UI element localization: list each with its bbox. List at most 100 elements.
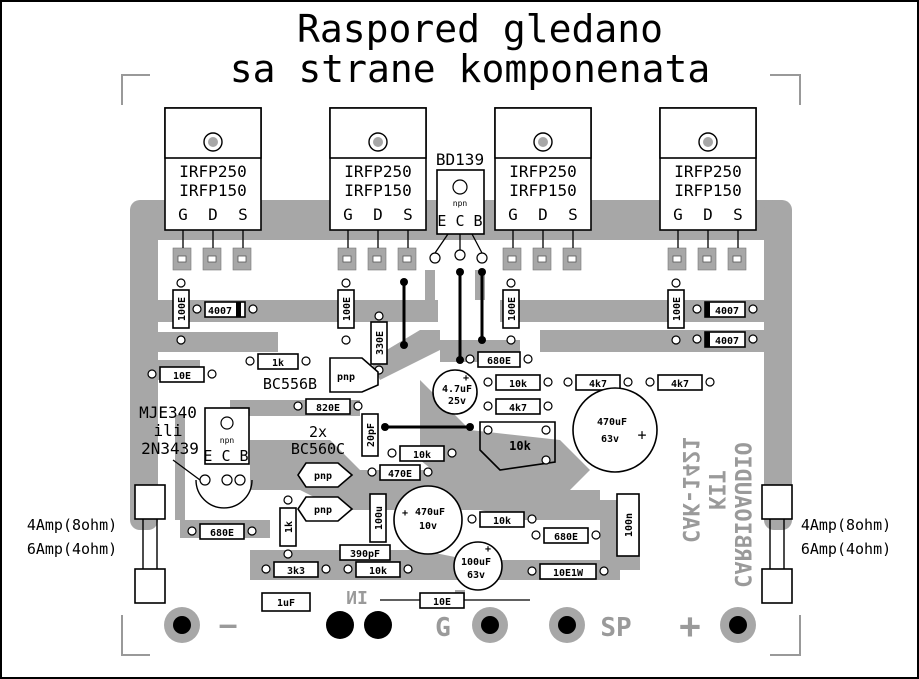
mosfet-2-pin-d: D bbox=[373, 205, 383, 224]
mosfet-1-pin-g: G bbox=[178, 205, 188, 224]
mje340-transistor: MJE340 ili 2N3439 npn E C B bbox=[139, 403, 253, 509]
mje340-or: ili bbox=[154, 421, 183, 440]
resistor-4k7-1-label: 4k7 bbox=[589, 379, 607, 390]
capacitor-4-7uf-voltage: 25v bbox=[448, 396, 466, 407]
resistor-100e-4: 100E bbox=[667, 278, 685, 345]
capacitor-100uf-voltage: 63v bbox=[467, 570, 485, 581]
resistor-3k3-label: 3k3 bbox=[287, 566, 305, 577]
title-line-1: Raspored gledano bbox=[297, 7, 663, 51]
resistor-1k-vertical-label: 1k bbox=[284, 521, 295, 533]
bd139-label: BD139 bbox=[436, 150, 484, 169]
resistor-680e-left: 680E bbox=[187, 523, 257, 540]
resistor-100e-1-label: 100E bbox=[177, 297, 188, 321]
capacitor-470uf-10v-value: 470uF bbox=[415, 507, 445, 518]
bc556b-type: pnp bbox=[337, 372, 355, 383]
fuse-right-rating-2: 6Amp(4ohm) bbox=[801, 540, 891, 558]
fuse-left-rating-2: 6Amp(4ohm) bbox=[27, 540, 117, 558]
capacitor-390pf: 390pF bbox=[339, 544, 391, 561]
capacitor-1uf-label: 1uF bbox=[277, 598, 295, 609]
mosfet-2-label-2: IRFP150 bbox=[344, 181, 411, 200]
resistor-4k7-3-label: 4k7 bbox=[509, 403, 527, 414]
mje340-name-2: 2N3439 bbox=[141, 439, 199, 458]
resistor-10k-1: 10k bbox=[483, 374, 553, 391]
kit-text-line-3: CARBIOAUDIO bbox=[729, 442, 754, 588]
resistor-1k-vertical: 1k bbox=[279, 495, 297, 559]
resistor-100e-4-label: 100E bbox=[672, 297, 683, 321]
resistor-330e: 330E bbox=[370, 311, 388, 375]
bd139-transistor: BD139 npn E C B bbox=[429, 150, 488, 264]
resistor-10e-bottom: 10E bbox=[380, 592, 530, 609]
mosfet-4-label-2: IRFP150 bbox=[674, 181, 741, 200]
diode-4007-1: 4007 bbox=[192, 301, 258, 318]
resistor-680e-top-label: 680E bbox=[487, 356, 511, 367]
resistor-4k7-2: 4k7 bbox=[645, 374, 715, 391]
mosfet-1-pin-d: D bbox=[208, 205, 218, 224]
connector-plus-label: + bbox=[679, 606, 701, 647]
resistor-1k-top-label: 1k bbox=[272, 358, 284, 369]
resistor-4k7-2-label: 4k7 bbox=[671, 379, 689, 390]
bottom-connectors: — IN G SP + bbox=[164, 588, 756, 647]
capacitor-390pf-label: 390pF bbox=[350, 549, 380, 560]
resistor-680e-right: 680E bbox=[531, 527, 601, 544]
mosfet-3-label-2: IRFP150 bbox=[509, 181, 576, 200]
capacitor-470uf-63v-value: 470uF bbox=[597, 417, 627, 428]
kit-text-line-1: CAK-1421 bbox=[677, 437, 702, 543]
resistor-10e-left-label: 10E bbox=[173, 371, 191, 382]
diode-4007-3-label: 4007 bbox=[715, 336, 739, 347]
bc556b-label: BC556B bbox=[263, 375, 317, 393]
mje340-pins: E C B bbox=[203, 447, 248, 465]
capacitor-20pf-label: 20pF bbox=[366, 423, 377, 447]
fuse-right: 4Amp(8ohm) 6Amp(4ohm) bbox=[761, 484, 891, 604]
mosfet-2-label-1: IRFP250 bbox=[344, 162, 411, 181]
svg-text:+: + bbox=[637, 426, 646, 444]
trimmer-10k: 10k bbox=[479, 421, 556, 471]
capacitor-100n: 100n bbox=[616, 493, 640, 557]
capacitor-470uf-63v: 470uF 63v + bbox=[572, 387, 658, 473]
capacitor-100u-label: 100u bbox=[374, 506, 385, 530]
resistor-10k-3: 10k bbox=[467, 511, 537, 528]
capacitor-100uf-63v: + 100uF 63v bbox=[453, 541, 503, 591]
mje340-type: npn bbox=[220, 436, 235, 445]
mosfet-1: IRFP250 IRFP150 G D S bbox=[164, 107, 262, 271]
resistor-4k7-1: 4k7 bbox=[563, 374, 633, 391]
capacitor-4-7uf: + 4.7uF 25v bbox=[432, 369, 478, 415]
mosfet-3-pin-d: D bbox=[538, 205, 548, 224]
mje340-name: MJE340 bbox=[139, 403, 197, 422]
resistor-820e: 820E bbox=[293, 398, 363, 415]
resistor-680e-right-label: 680E bbox=[554, 532, 578, 543]
mosfet-3-label-1: IRFP250 bbox=[509, 162, 576, 181]
mosfet-4: IRFP250 IRFP150 G D S bbox=[659, 107, 757, 271]
capacitor-20pf: 20pF bbox=[361, 413, 379, 457]
resistor-4k7-3: 4k7 bbox=[483, 398, 553, 415]
resistor-10e-left: 10E bbox=[147, 366, 217, 383]
board-outline-corners bbox=[121, 74, 801, 656]
resistor-100e-3-label: 100E bbox=[507, 297, 518, 321]
resistor-10k-2-label: 10k bbox=[413, 450, 431, 461]
resistor-3k3: 3k3 bbox=[261, 561, 331, 578]
fuse-left-rating-1: 4Amp(8ohm) bbox=[27, 516, 117, 534]
mosfet-4-pin-g: G bbox=[673, 205, 683, 224]
capacitor-4-7uf-value: 4.7uF bbox=[442, 384, 472, 395]
resistor-10e-bottom-label: 10E bbox=[433, 597, 451, 608]
diodes: 4007 4007 4007 bbox=[192, 301, 758, 348]
bc556b-transistor: pnp BC556B bbox=[263, 357, 379, 393]
capacitor-470uf-10v-voltage: 10v bbox=[419, 521, 437, 532]
mosfet-4-pin-d: D bbox=[703, 205, 713, 224]
trimmer-10k-label: 10k bbox=[509, 439, 531, 453]
resistor-1k-top: 1k bbox=[245, 353, 311, 370]
connector-minus-label: — bbox=[220, 608, 237, 641]
diode-4007-1-label: 4007 bbox=[208, 306, 232, 317]
mosfet-2-pin-g: G bbox=[343, 205, 353, 224]
bc560c-1-type: pnp bbox=[314, 471, 332, 482]
bc560c-transistors: 2x BC560C pnp pnp bbox=[291, 423, 354, 522]
diode-4007-2: 4007 bbox=[692, 301, 758, 318]
jumper-wires bbox=[381, 268, 486, 431]
mosfet-3-pin-g: G bbox=[508, 205, 518, 224]
resistor-10k-4-label: 10k bbox=[369, 566, 387, 577]
capacitor-470uf-63v-voltage: 63v bbox=[601, 434, 619, 445]
fuse-right-rating-1: 4Amp(8ohm) bbox=[801, 516, 891, 534]
resistor-10e1w-label: 10E1W bbox=[553, 568, 584, 579]
mosfet-4-label-1: IRFP250 bbox=[674, 162, 741, 181]
mosfet-2-pin-s: S bbox=[403, 205, 413, 224]
